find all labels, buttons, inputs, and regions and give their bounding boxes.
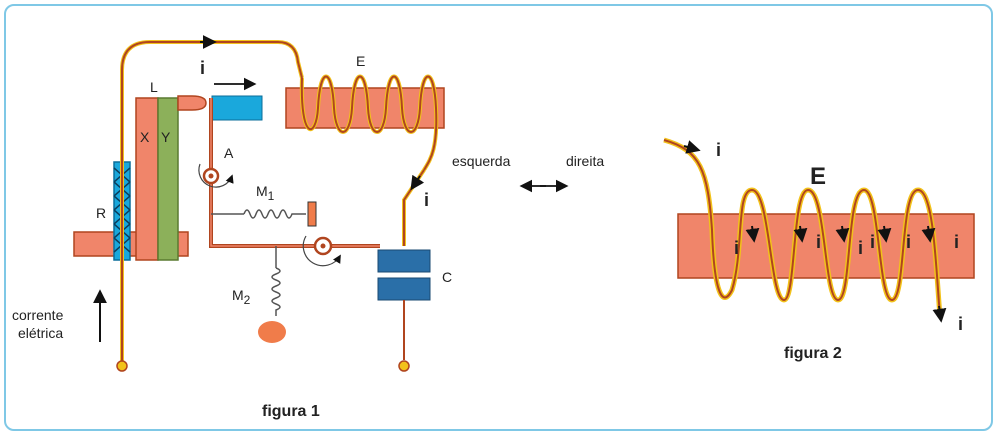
direction-indicator: esquerda direita [452,153,604,193]
coil2-inner-i: i [816,232,821,252]
coil2-arrow-2 [793,225,808,243]
coil2-arrow-5 [921,225,936,243]
figure2-caption: figura 2 [784,345,842,362]
label-R: R [96,205,106,221]
pivot-lower-rotation [302,235,341,267]
label-A: A [224,145,234,161]
label-C: C [442,269,452,285]
coil2-label-i-top: i [716,140,721,160]
label-X: X [140,129,150,145]
coil2-label-i-bottom: i [958,314,963,334]
pivot-lower-dot [320,243,326,249]
direction-right-label: direita [566,153,604,169]
coil2-windings [663,139,941,317]
pivot-A-dot [208,173,214,179]
weight-M2 [258,321,286,343]
label-L: L [150,79,158,95]
wire-right [402,168,426,246]
capacitor-plate-bottom [377,277,431,301]
label-Y: Y [161,129,171,145]
capacitor-plate-top [377,249,431,273]
spring-M1-stop [307,201,317,227]
coil2-arrow-3 [835,225,850,243]
coil2-arrow-1 [745,225,760,243]
coil2-inner-i: i [870,232,875,252]
coil-E-windings-core [300,75,438,171]
coil2-arrow-4 [877,225,892,243]
terminal-right [398,360,410,372]
label-i-right: i [424,190,429,210]
pivot-A-rotation [198,163,234,188]
strip-l-tip [177,95,207,111]
label-M2: M2 [232,287,251,307]
strip-y [157,97,179,261]
label-i-top: i [200,58,205,78]
spring-M2 [271,267,281,316]
current-arrow-right [410,174,425,191]
figure-2: E i i i i i i i i figura 2 [663,137,975,362]
terminal-left [116,360,128,372]
coil2-inner-i: i [734,238,739,258]
coil2-label-E: E [810,163,826,190]
figure-1: R L X Y E A M1 M2 C i i corrente elétric… [12,35,452,420]
label-current-line1: corrente [12,307,64,323]
blue-flag [211,95,263,121]
direction-left-label: esquerda [452,153,511,169]
coil2-inner-i: i [954,232,959,252]
spring-M1 [243,209,306,219]
coil2-inner-i: i [858,238,863,258]
coil2-inner-i: i [906,232,911,252]
coil2-arrow-top [683,140,701,154]
label-current-line2: elétrica [18,325,63,341]
label-M1: M1 [256,183,275,203]
coil2-arrow-bottom [932,305,947,323]
label-E: E [356,53,365,69]
strip-x [135,97,159,261]
figure1-caption: figura 1 [262,403,320,420]
